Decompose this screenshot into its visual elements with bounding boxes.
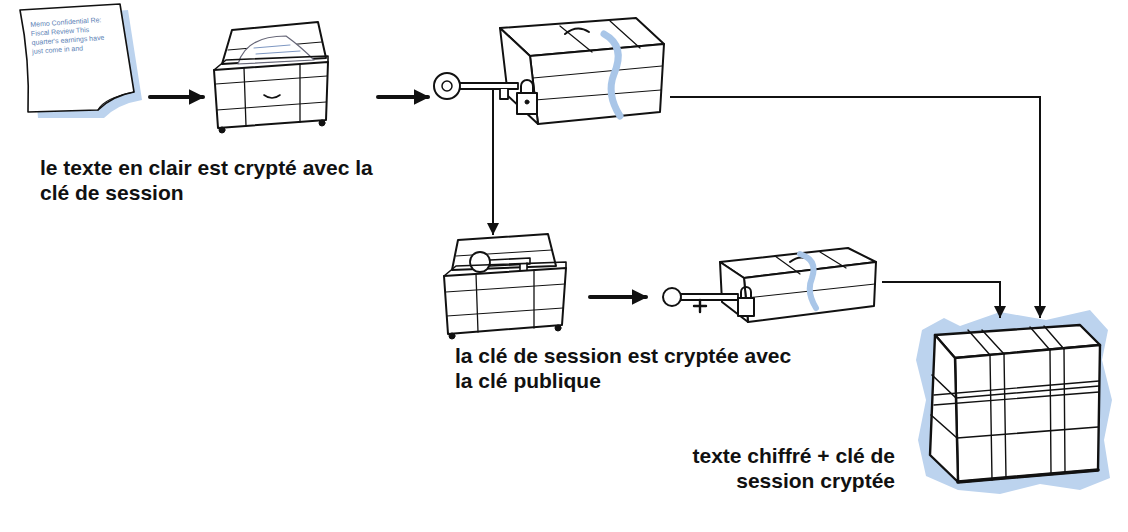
open-chest-part bbox=[219, 127, 225, 133]
locked-suitcase-part bbox=[694, 300, 706, 312]
strapped-bundle-part bbox=[930, 335, 958, 482]
memo-document bbox=[20, 4, 142, 118]
locked-suitcase-part bbox=[521, 80, 533, 93]
open-chest-part bbox=[449, 333, 455, 339]
locked-suitcase-part bbox=[442, 81, 452, 91]
strapped-bundle bbox=[916, 310, 1112, 494]
open-chest bbox=[214, 22, 328, 133]
locked-suitcase-part bbox=[500, 89, 508, 99]
open-chest-part bbox=[254, 45, 300, 54]
open-chest-part bbox=[319, 120, 325, 126]
step-caption: texte chiffré + clé de session cryptée bbox=[610, 443, 895, 493]
locked-suitcase-part bbox=[530, 44, 664, 124]
locked-suitcase-part bbox=[738, 298, 754, 316]
open-chest-part bbox=[444, 268, 566, 334]
step-caption: la clé de session est cryptée avec la cl… bbox=[455, 343, 800, 393]
locked-suitcase-part bbox=[604, 34, 620, 116]
flow-arrow bbox=[492, 217, 494, 235]
open-chest-part bbox=[216, 76, 327, 110]
memo-document-part bbox=[20, 4, 134, 112]
strapped-bundle-part bbox=[1050, 349, 1065, 474]
locked-suitcase bbox=[434, 18, 664, 124]
strapped-bundle-part bbox=[958, 470, 1098, 482]
locked-suitcase bbox=[663, 248, 876, 322]
memo-document-part bbox=[98, 92, 134, 110]
illustration-part bbox=[20, 4, 1112, 494]
locked-suitcase-part bbox=[741, 287, 751, 298]
locked-suitcase-part bbox=[560, 21, 640, 52]
open-chest-part bbox=[264, 95, 280, 98]
locked-suitcase-part bbox=[500, 28, 538, 124]
locked-suitcase-part bbox=[565, 28, 589, 34]
step-group: la clé de session est cryptée avec la cl… bbox=[438, 235, 882, 410]
open-chest-part bbox=[214, 56, 328, 70]
locked-suitcase-part bbox=[517, 93, 537, 114]
flow-arrow bbox=[882, 282, 1000, 318]
strapped-bundle-part bbox=[968, 326, 1064, 355]
memo-text: Memo Confidential Re: Fiscal Review This… bbox=[30, 15, 108, 56]
step-arrow bbox=[590, 295, 646, 299]
open-chest-part bbox=[214, 62, 328, 128]
step-group: le texte en clair est crypté avec la clé… bbox=[8, 5, 670, 217]
leader-line bbox=[492, 89, 494, 218]
open-chest-part bbox=[444, 262, 566, 276]
strapped-bundle-part bbox=[916, 310, 1112, 494]
locked-suitcase-part bbox=[460, 83, 518, 89]
step-group: texte chiffré + clé de session cryptée bbox=[915, 318, 1110, 488]
open-chest-part bbox=[446, 284, 565, 316]
locked-suitcase-part bbox=[533, 66, 662, 100]
locked-suitcase-part bbox=[800, 254, 816, 308]
step-caption: le texte en clair est crypté avec la clé… bbox=[40, 155, 390, 205]
open-chest-part bbox=[476, 270, 534, 332]
strapped-bundle-part bbox=[955, 345, 1100, 482]
locked-suitcase-part bbox=[663, 288, 681, 306]
open-chest bbox=[444, 234, 566, 339]
locked-suitcase-part bbox=[681, 294, 738, 300]
strapped-bundle-part bbox=[934, 381, 1099, 405]
locked-suitcase-part bbox=[525, 100, 529, 104]
step-arrow bbox=[378, 95, 428, 99]
open-chest-part bbox=[456, 250, 552, 256]
flow-arrow bbox=[670, 97, 1040, 318]
open-chest-part bbox=[470, 252, 490, 272]
open-chest-part bbox=[555, 325, 561, 331]
locked-suitcase-part bbox=[434, 73, 460, 99]
open-chest-part bbox=[244, 64, 300, 126]
step-arrow bbox=[150, 95, 203, 99]
strapped-bundle-part bbox=[990, 354, 1006, 480]
strapped-bundle-part bbox=[931, 375, 957, 438]
